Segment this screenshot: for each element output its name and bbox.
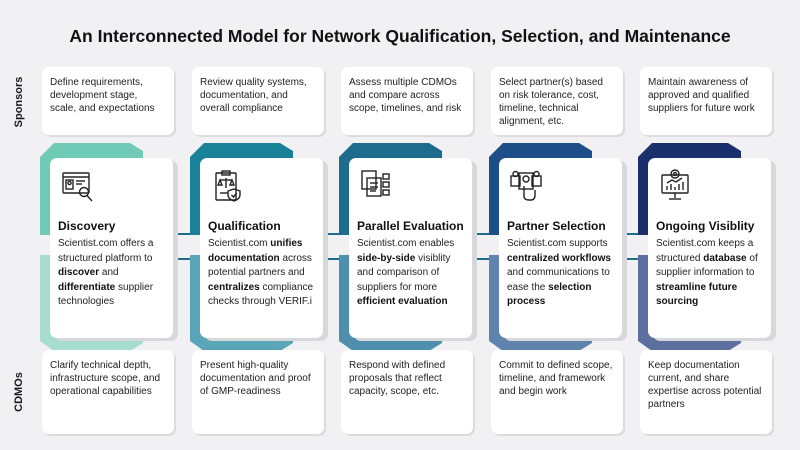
bold-text: streamline future sourcing: [656, 281, 738, 308]
sponsor-text: Maintain awareness of approved and quali…: [648, 77, 755, 114]
clipboard-scales-shield-icon: [215, 170, 241, 202]
bold-text: efficient evaluation: [357, 296, 448, 307]
diagram-title: An Interconnected Model for Network Qual…: [69, 26, 731, 46]
cdmo-box: Present high-quality documentation and p…: [192, 350, 324, 434]
stage-parallel-evaluation: Parallel Evaluation Scientist.com enable…: [339, 143, 484, 353]
sponsor-text: Review quality systems, documentation, a…: [200, 77, 307, 114]
stage-title: Qualification: [208, 219, 281, 233]
sponsor-text: Select partner(s) based on risk toleranc…: [499, 77, 603, 127]
sponsor-box: Define requirements, development stage, …: [42, 67, 174, 135]
cdmo-text: Commit to defined scope, timeline, and f…: [499, 360, 613, 397]
stage-card: Qualification Scientist.com unifies docu…: [200, 158, 323, 338]
bold-text: database: [703, 252, 747, 264]
stage-title: Partner Selection: [507, 219, 606, 233]
documents-chart-icon: [361, 170, 390, 197]
sponsor-box: Maintain awareness of approved and quali…: [640, 67, 772, 135]
bold-text: side-by-side: [357, 252, 416, 264]
stage-card: Discovery Scientist.com offers a structu…: [50, 158, 173, 338]
cdmo-text: Respond with defined proposals that refl…: [349, 360, 446, 397]
bold-text: centralized workflows: [507, 252, 611, 264]
sponsor-box: Select partner(s) based on risk toleranc…: [491, 67, 623, 135]
stage-description: Scientist.com unifies documentation acro…: [208, 237, 315, 310]
stage-description: Scientist.com keeps a structured databas…: [656, 237, 763, 310]
text: Scientist.com supports: [507, 238, 608, 249]
cdmo-text: Present high-quality documentation and p…: [200, 360, 311, 397]
stage-ongoing-visiblity: Ongoing Visiblity Scientist.com keeps a …: [638, 143, 783, 353]
bold-text: centralizes: [208, 281, 260, 293]
bold-text: selection process: [507, 281, 592, 308]
stage-card: Parallel Evaluation Scientist.com enable…: [349, 158, 472, 338]
stage-discovery: Discovery Scientist.com offers a structu…: [40, 143, 185, 353]
text: across potential partners and: [208, 252, 312, 279]
stage-description: Scientist.com offers a structured platfo…: [58, 237, 165, 310]
sponsor-text: Define requirements, development stage, …: [50, 77, 155, 114]
stage-card: Partner Selection Scientist.com supports…: [499, 158, 622, 338]
stage-card: Ongoing Visiblity Scientist.com keeps a …: [648, 158, 771, 338]
hand-select-icon: [510, 170, 542, 201]
stage-description: Scientist.com enables side-by-side visib…: [357, 237, 464, 310]
cdmo-box: Clarify technical depth, infrastructure …: [42, 350, 174, 434]
cdmo-box: Keep documentation current, and share ex…: [640, 350, 772, 434]
bold-text: unifies documentation: [208, 238, 303, 264]
monitor-eye-chart-icon: [661, 169, 689, 200]
cdmo-box: Commit to defined scope, timeline, and f…: [491, 350, 623, 434]
text: Scientist.com enables: [357, 238, 455, 249]
cdmo-text: Keep documentation current, and share ex…: [648, 360, 762, 410]
row-label-sponsors: Sponsors: [13, 76, 25, 128]
text: supplier technologies: [58, 281, 154, 308]
text: and: [99, 267, 119, 278]
stage-title: Ongoing Visiblity: [656, 219, 755, 233]
stage-qualification: Qualification Scientist.com unifies docu…: [190, 143, 335, 353]
sponsor-text: Assess multiple CDMOs and compare across…: [349, 77, 462, 114]
text: Scientist.com: [208, 238, 271, 249]
stage-title: Discovery: [58, 219, 116, 233]
text: compliance checks through VERIF.i: [208, 281, 314, 308]
text: Scientist.com keeps a structured: [656, 238, 754, 264]
stage-partner-selection: Partner Selection Scientist.com supports…: [489, 143, 634, 353]
text: Scientist.com offers a structured platfo…: [58, 238, 154, 264]
bold-text: discover: [58, 267, 100, 278]
stage-description: Scientist.com supports centralized workf…: [507, 237, 614, 310]
sponsor-box: Review quality systems, documentation, a…: [192, 67, 324, 135]
stage-title: Parallel Evaluation: [357, 219, 464, 233]
cdmo-text: Clarify technical depth, infrastructure …: [50, 360, 161, 397]
row-label-cdmos: CDMOs: [13, 372, 25, 412]
profile-search-icon: [62, 172, 93, 202]
text: visiblity and comparison of suppliers fo…: [357, 252, 451, 293]
cdmo-box: Respond with defined proposals that refl…: [341, 350, 473, 434]
bold-text: differentiate: [58, 281, 116, 293]
text: and communications to ease the: [507, 267, 610, 293]
sponsor-box: Assess multiple CDMOs and compare across…: [341, 67, 473, 135]
text: of supplier information to: [656, 252, 758, 279]
